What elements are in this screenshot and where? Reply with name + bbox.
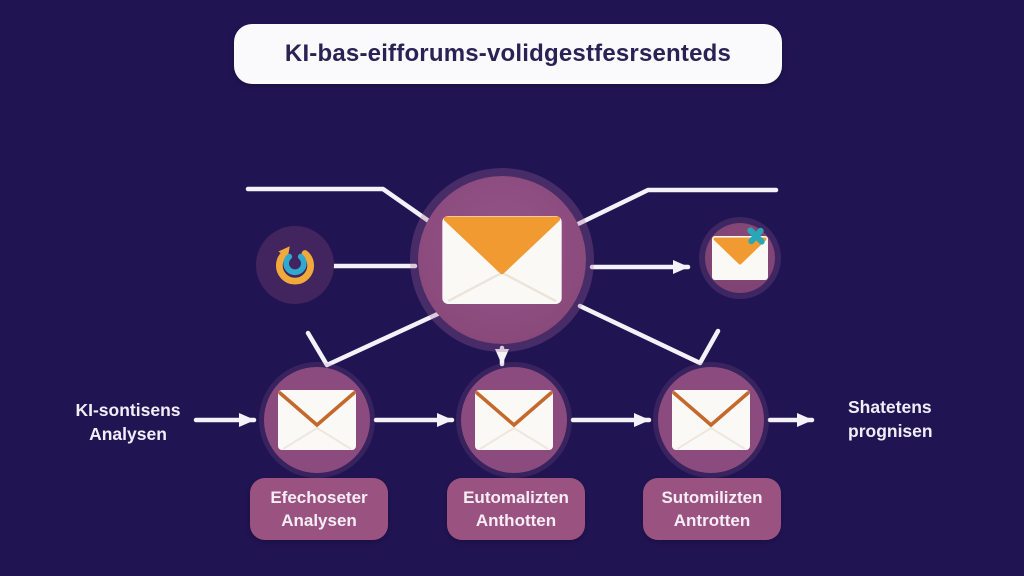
connector-elbow-right xyxy=(577,303,721,366)
step3-line1: Sutomilizten xyxy=(661,488,763,507)
right-side-label-line1: Shatetens xyxy=(848,397,932,417)
envelope-outline-icon xyxy=(475,390,553,450)
connector-top-right xyxy=(575,187,779,227)
email-step-node-3 xyxy=(658,367,764,473)
connector-elbow-left xyxy=(305,309,445,368)
envelope-rejected-icon xyxy=(712,236,768,280)
envelope-outline-icon xyxy=(672,390,750,450)
connector-top-left xyxy=(245,186,436,227)
rejected-email-node xyxy=(705,223,775,293)
right-side-label: Shatetens prognisen xyxy=(848,395,998,443)
x-mark-icon xyxy=(744,224,768,248)
step1-line1: Efechoseter xyxy=(270,488,368,507)
step2-line2: Anthotten xyxy=(475,511,557,530)
envelope-icon xyxy=(442,215,562,305)
email-step-node-1 xyxy=(264,367,370,473)
step2-line1: Eutomalizten xyxy=(463,488,569,507)
refresh-node xyxy=(256,226,334,304)
left-side-label: KI-sontisens Analysen xyxy=(40,398,216,446)
central-email-node xyxy=(418,176,586,344)
title-text: KI-bas-eifforums-volidgestfesrsenteds xyxy=(284,40,732,67)
step-label-box-3: Sutomilizten Antrotten xyxy=(643,478,781,540)
email-step-node-2 xyxy=(461,367,567,473)
refresh-icon xyxy=(276,246,314,285)
step-label-box-1: Efechoseter Analysen xyxy=(250,478,388,540)
right-side-label-line2: prognisen xyxy=(848,421,933,441)
step1-line2: Analysen xyxy=(281,511,357,530)
left-side-label-line1: KI-sontisens xyxy=(75,400,181,420)
step-label-box-2: Eutomalizten Anthotten xyxy=(447,478,585,540)
left-side-label-line2: Analysen xyxy=(89,424,167,444)
title-banner: KI-bas-eifforums-volidgestfesrsenteds xyxy=(234,24,782,84)
envelope-outline-icon xyxy=(278,390,356,450)
step3-line2: Antrotten xyxy=(673,511,751,530)
